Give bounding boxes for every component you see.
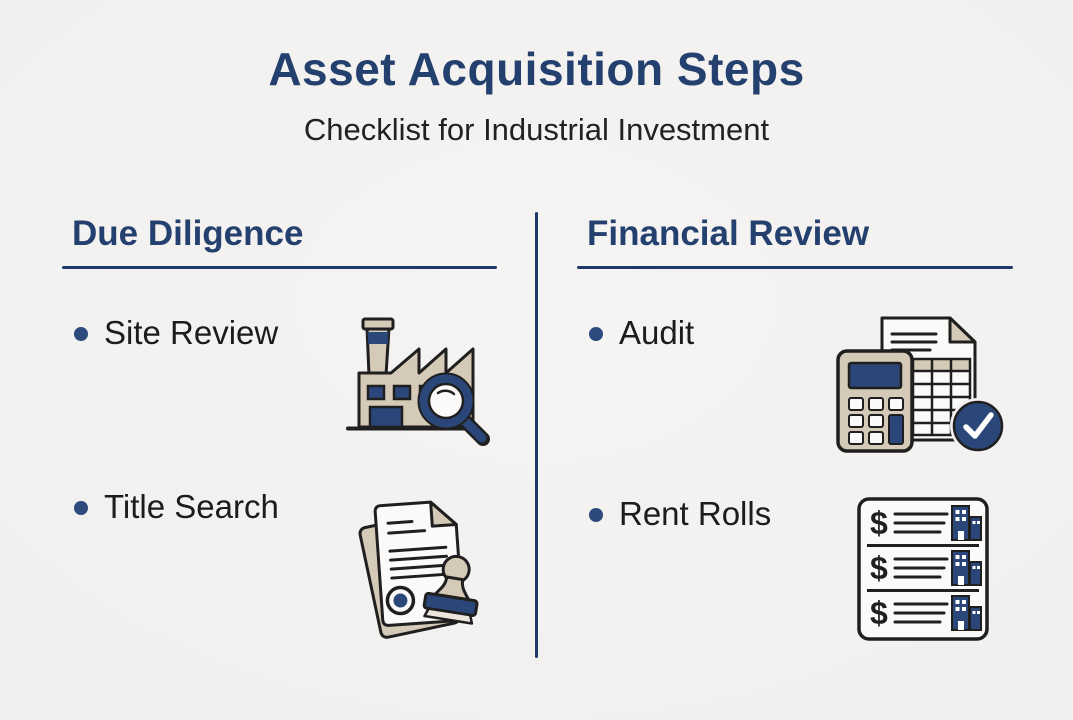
column-financial-review: Financial Review Audit <box>577 212 1013 644</box>
page-header: Asset Acquisition Steps Checklist for In… <box>0 0 1073 148</box>
item-label: Audit <box>619 314 695 351</box>
list-item-title-search: Title Search <box>62 487 497 642</box>
item-label-row: Audit <box>589 313 694 353</box>
dollar-sign: $ <box>870 505 888 541</box>
column-divider <box>535 212 538 658</box>
dollar-sign: $ <box>870 550 888 586</box>
item-label: Site Review <box>104 314 279 351</box>
item-label-row: Rent Rolls <box>589 494 771 534</box>
documents-stamp-icon <box>341 487 491 642</box>
page-title: Asset Acquisition Steps <box>268 43 805 95</box>
column-underline <box>577 266 1013 269</box>
item-label-row: Title Search <box>74 487 279 527</box>
bullet-dot <box>74 501 88 515</box>
column-header-financial-review: Financial Review <box>587 214 870 253</box>
column-due-diligence: Due Diligence Site Review <box>62 212 497 642</box>
calculator-document-check-icon <box>830 313 1006 458</box>
list-item-audit: Audit <box>577 313 1013 458</box>
list-item-rent-rolls: Rent Rolls $ $ <box>577 494 1013 644</box>
list-item-site-review: Site Review <box>62 313 497 451</box>
bullet-dot <box>589 327 603 341</box>
bullet-dot <box>74 327 88 341</box>
factory-magnifier-icon <box>343 313 495 451</box>
rent-roll-list-icon: $ $ <box>853 494 993 644</box>
item-label: Rent Rolls <box>619 495 772 532</box>
item-label: Title Search <box>104 488 279 525</box>
item-label-row: Site Review <box>74 313 278 353</box>
dollar-sign: $ <box>870 595 888 631</box>
bullet-dot <box>589 508 603 522</box>
column-header-due-diligence: Due Diligence <box>72 214 304 253</box>
column-underline <box>62 266 497 269</box>
page-subtitle: Checklist for Industrial Investment <box>303 112 770 147</box>
